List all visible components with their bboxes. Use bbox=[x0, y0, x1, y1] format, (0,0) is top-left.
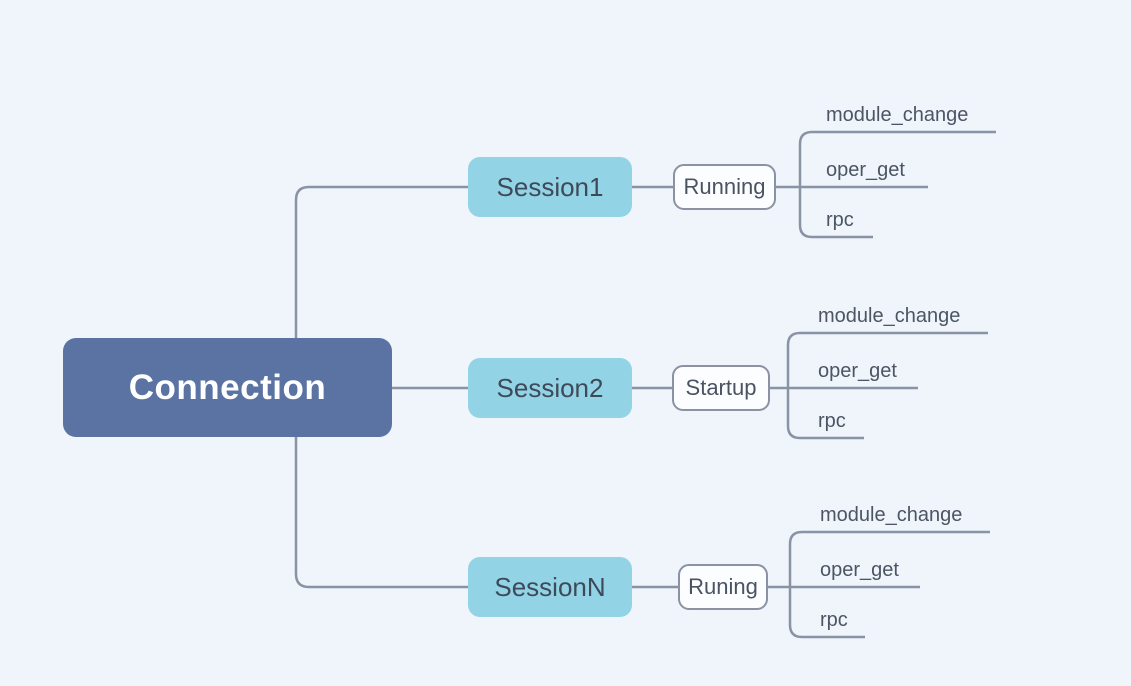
leaf-rpc-1[interactable]: rpc bbox=[826, 209, 854, 231]
node-state-3[interactable]: Runing bbox=[678, 564, 768, 610]
node-session-1[interactable]: Session1 bbox=[468, 157, 632, 217]
node-state-1[interactable]: Running bbox=[673, 164, 776, 210]
bracket-leaves-3 bbox=[788, 530, 990, 639]
leaf-oper-get-2[interactable]: oper_get bbox=[818, 360, 897, 382]
leaf-module-change-1[interactable]: module_change bbox=[826, 104, 969, 126]
leaf-oper-get-1[interactable]: oper_get bbox=[826, 159, 905, 181]
bracket-leaves-1 bbox=[798, 130, 996, 239]
node-state-2[interactable]: Startup bbox=[672, 365, 770, 411]
leaf-oper-get-3[interactable]: oper_get bbox=[820, 559, 899, 581]
bracket-leaves-2 bbox=[786, 331, 988, 440]
leaf-rpc-2[interactable]: rpc bbox=[818, 410, 846, 432]
leaf-module-change-3[interactable]: module_change bbox=[820, 504, 963, 526]
node-session-2[interactable]: Session2 bbox=[468, 358, 632, 418]
leaf-rpc-3[interactable]: rpc bbox=[820, 609, 848, 631]
node-session-3[interactable]: SessionN bbox=[468, 557, 632, 617]
leaf-module-change-2[interactable]: module_change bbox=[818, 305, 961, 327]
node-connection[interactable]: Connection bbox=[63, 338, 392, 437]
